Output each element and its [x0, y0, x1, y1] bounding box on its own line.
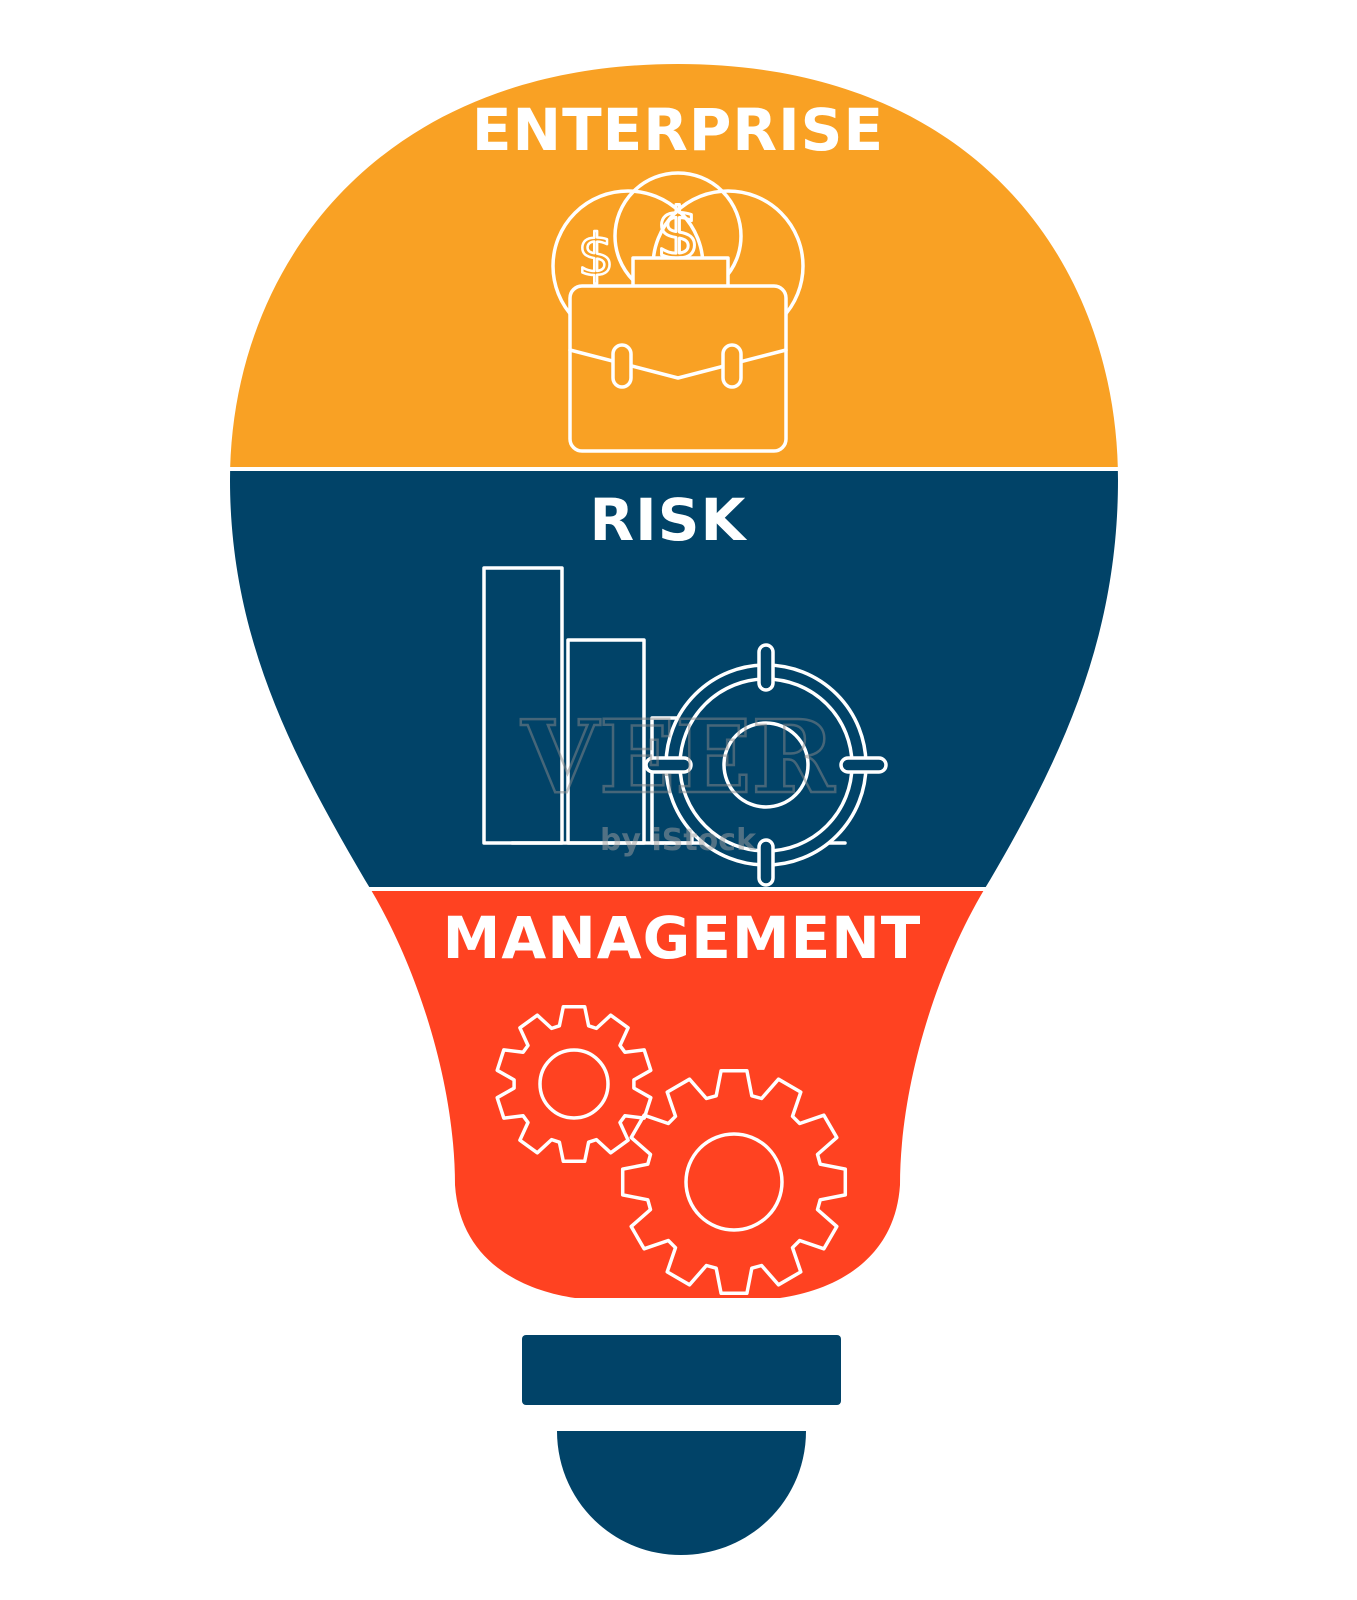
enterprise-label: ENTERPRISE: [472, 96, 884, 164]
risk-label: RISK: [590, 486, 748, 554]
briefcase-money-icon: $ $: [551, 171, 805, 453]
svg-text:$: $: [578, 221, 615, 289]
large-gear-icon: [620, 1068, 848, 1296]
watermark-main: VEER: [520, 698, 835, 816]
bulb-base-bar: [522, 1335, 841, 1405]
gears-icon: [495, 1004, 848, 1296]
management-label: MANAGEMENT: [443, 904, 922, 972]
bar-chart-target-icon: [482, 566, 888, 887]
small-gear-icon: [495, 1004, 653, 1164]
bulb-base-cap: [557, 1431, 806, 1555]
risk-band: [230, 471, 1118, 887]
watermark-sub: by iStock: [600, 823, 757, 858]
watermark: VEER by iStock: [519, 697, 837, 858]
